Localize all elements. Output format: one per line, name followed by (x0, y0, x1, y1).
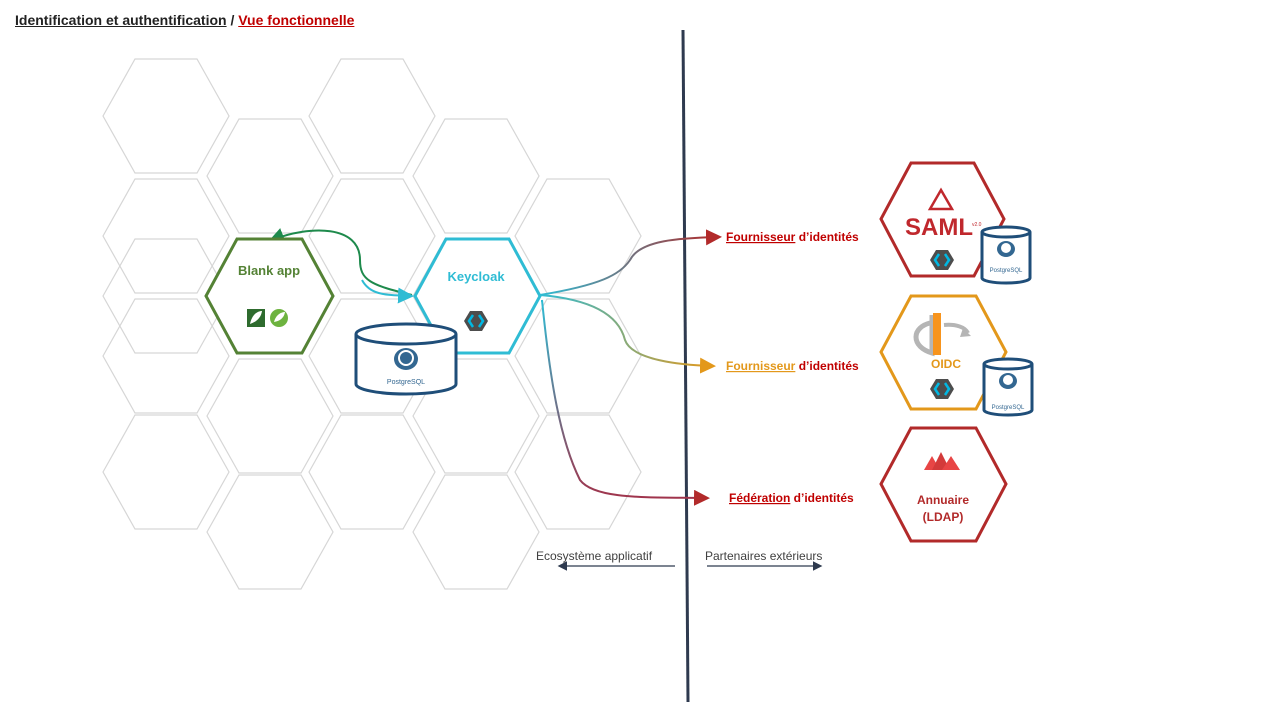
postgresql-database: PostgreSQL (982, 357, 1034, 417)
grid-hexagon (514, 414, 642, 530)
keycloak-icon (930, 379, 954, 399)
grid-hexagon (206, 358, 334, 474)
grid-hexagon (206, 118, 334, 234)
blank-app-hexagon[interactable] (204, 237, 335, 355)
grid-hexagon (308, 58, 436, 174)
saml-logo-icon: SAML v2.0 (905, 187, 982, 241)
saml-logo-version: v2.0 (972, 222, 982, 228)
grid-hexagon (514, 298, 642, 414)
grid-hexagon (412, 118, 540, 234)
saml-hexagon[interactable] (879, 161, 1006, 278)
keycloak-inbound-arrow (361, 279, 414, 304)
oidc-label: OIDC (931, 357, 961, 371)
provider-label-first: Fournisseur (726, 359, 796, 373)
keycloak-label: Keycloak (447, 269, 505, 284)
provider-label-first: Fournisseur (726, 230, 796, 244)
grid-hexagon (308, 178, 436, 294)
grid-hexagon (102, 414, 230, 530)
grid-hexagon (308, 414, 436, 530)
provider-label-first: Fédération (729, 491, 790, 505)
grid-hexagon (412, 474, 540, 590)
postgresql-database: PostgreSQL (354, 322, 458, 396)
postgresql-label: PostgreSQL (990, 268, 1023, 274)
title-part2: Vue fonctionnelle (238, 12, 355, 28)
spring-leaf-icon (247, 309, 288, 327)
zone-label-left: Ecosystème applicatif (536, 549, 653, 563)
keycloak-icon (930, 250, 954, 270)
provider-label-rest: d’identités (795, 230, 859, 244)
grid-hexagon (102, 178, 230, 294)
ldap-label-line2: (LDAP) (923, 510, 964, 524)
grid-hexagon (102, 298, 230, 414)
provider-label-saml: Fournisseur d’identités (726, 230, 859, 244)
saml-logo-text: SAML (905, 214, 973, 241)
page-title: Identification et authentification / Vue… (15, 12, 354, 28)
grid-hexagon (514, 178, 642, 294)
provider-label-rest: d’identités (790, 491, 854, 505)
openid-logo-icon (913, 313, 971, 357)
postgresql-label: PostgreSQL (387, 379, 425, 386)
title-separator: / (226, 12, 239, 28)
ldap-mountains-icon (924, 452, 960, 470)
blank-app-label: Blank app (238, 263, 300, 278)
provider-label-ldap: Fédération d’identités (729, 491, 854, 505)
grid-hexagon (206, 474, 334, 590)
keycloak-icon (464, 311, 488, 331)
zone-label-right: Partenaires extérieurs (705, 549, 822, 563)
provider-label-oidc: Fournisseur d’identités (726, 359, 859, 373)
provider-label-rest: d’identités (795, 359, 859, 373)
saml-provider-link (539, 229, 722, 296)
hexagon-grid (102, 58, 642, 590)
postgresql-label: PostgreSQL (992, 405, 1025, 411)
postgresql-database: PostgreSQL (980, 225, 1032, 285)
ldap-hexagon[interactable] (879, 426, 1008, 543)
postgresql-elephant-icon (394, 348, 418, 370)
ldap-federation-link (541, 299, 710, 506)
grid-hexagon (102, 58, 230, 174)
divider-line (681, 29, 690, 703)
title-part1: Identification et authentification (15, 12, 227, 28)
blank-app-keycloak-link (268, 228, 413, 296)
oidc-hexagon[interactable] (879, 294, 1008, 411)
ldap-label-line1: Annuaire (917, 493, 969, 507)
oidc-provider-link (539, 294, 716, 374)
